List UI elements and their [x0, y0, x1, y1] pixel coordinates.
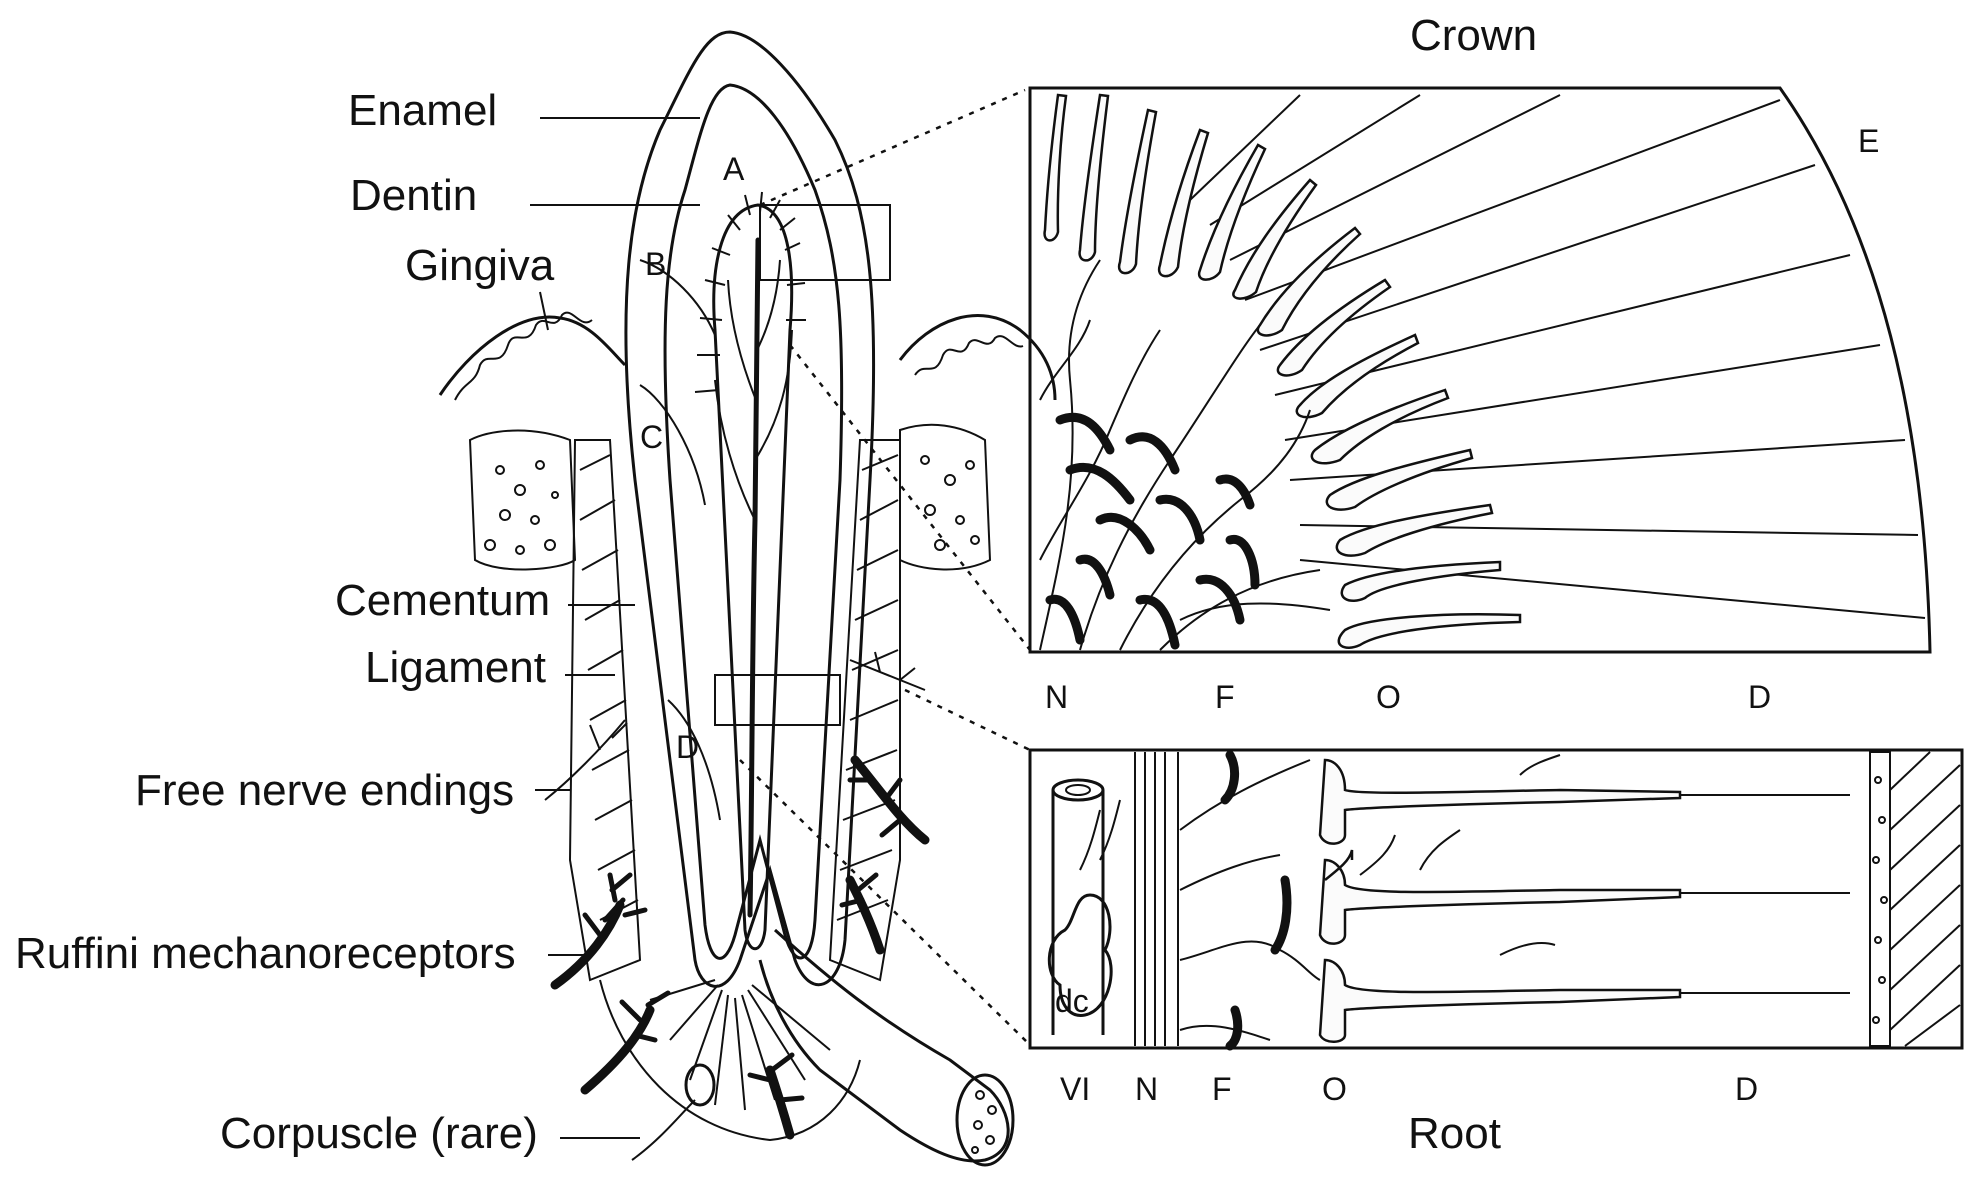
crown-letter-f: F	[1215, 679, 1235, 715]
root-title: Root	[1408, 1109, 1501, 1158]
bone-dots-right	[921, 456, 979, 550]
apical-fibers	[650, 980, 830, 1110]
pulp-nerve-trunk[interactable]	[750, 240, 758, 915]
label-cementum: Cementum	[335, 576, 550, 625]
root-letter-d: D	[1735, 1071, 1758, 1107]
label-ligament: Ligament	[365, 643, 546, 692]
crown-letter-d: D	[1748, 679, 1771, 715]
label-ruffini: Ruffini mechanoreceptors	[15, 929, 516, 978]
root-letter-f: F	[1212, 1071, 1232, 1107]
root-letter-o: O	[1322, 1071, 1347, 1107]
letter-b: B	[645, 246, 666, 282]
root-hatch	[1890, 752, 1960, 1046]
bone-dots-left	[485, 461, 558, 554]
crown-nerve-fibers[interactable]	[1050, 417, 1255, 645]
root-letter-vi: VI	[1060, 1071, 1090, 1107]
label-gingiva: Gingiva	[405, 241, 555, 290]
ligament-left	[570, 440, 640, 980]
crown-letter-n: N	[1045, 679, 1068, 715]
letter-a: A	[723, 151, 745, 187]
ligament-hatch-left	[580, 455, 638, 920]
label-dentin: Dentin	[350, 171, 477, 220]
free-nerve-ending-left[interactable]	[545, 720, 627, 800]
crown-letter-e: E	[1858, 123, 1879, 159]
label-enamel: Enamel	[348, 86, 497, 135]
root-axons	[1180, 760, 1320, 1040]
root-nerve-fibers[interactable]	[1225, 755, 1287, 1046]
cementum-dots	[1873, 777, 1887, 1023]
gingiva-right	[900, 316, 1055, 400]
left-labels: Enamel Dentin Gingiva Cementum Ligament …	[15, 86, 700, 1158]
crown-letter-o: O	[1376, 679, 1401, 715]
corpuscle[interactable]	[686, 1065, 714, 1105]
letter-d: D	[676, 729, 699, 765]
letter-c: C	[640, 419, 663, 455]
root-letter-n: N	[1135, 1071, 1158, 1107]
nerve-bundle-end	[957, 1075, 1013, 1165]
crown-panel: Crown E	[1030, 11, 1930, 715]
blood-vessel: dc	[1049, 780, 1120, 1035]
label-free-nerve-endings: Free nerve endings	[135, 766, 514, 815]
crown-title: Crown	[1410, 11, 1537, 60]
label-corpuscle: Corpuscle (rare)	[220, 1109, 538, 1158]
root-nerve-bundle	[1135, 752, 1178, 1046]
odontoblast-cells	[1045, 95, 1520, 648]
root-odontoblasts	[1320, 760, 1680, 1042]
root-panel: dc	[1030, 750, 1962, 1158]
root-label-dc: dc	[1055, 983, 1089, 1019]
